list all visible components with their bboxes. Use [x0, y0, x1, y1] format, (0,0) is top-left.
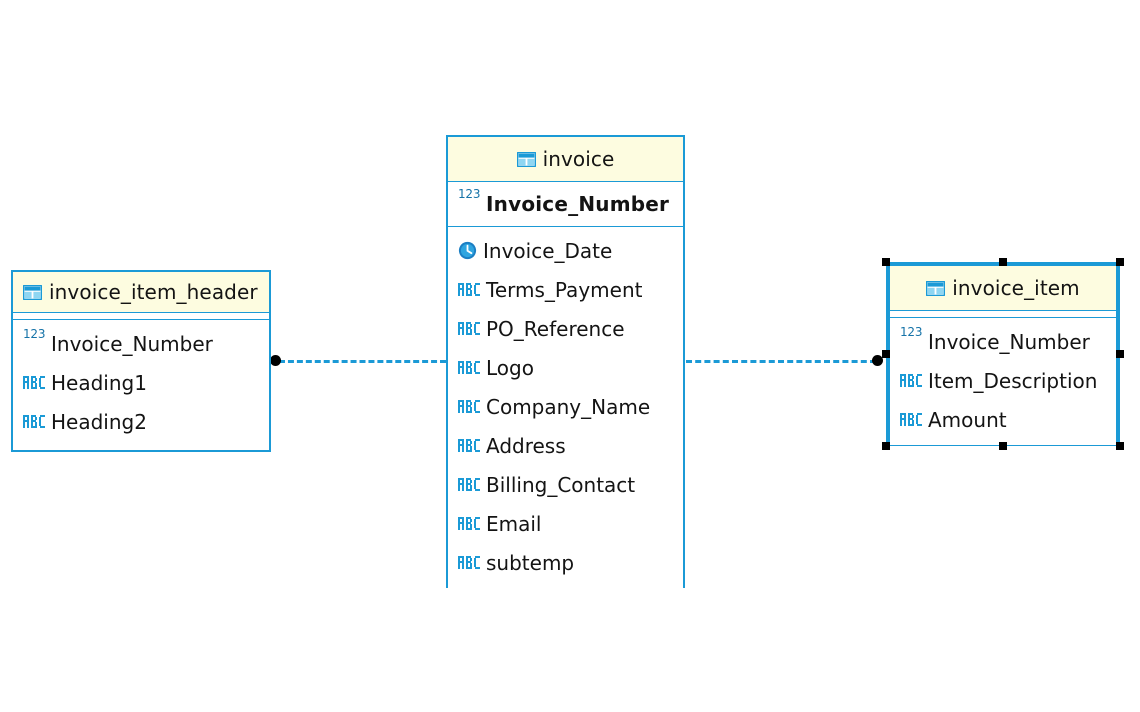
entity-field-list-invoice-item: 123 Invoice_Number — [890, 318, 1116, 445]
field-row[interactable]: Terms_Payment — [448, 270, 683, 309]
number-icon: 123 — [23, 326, 46, 341]
selection-handle-bottom-left[interactable] — [882, 442, 890, 450]
entity-pk-separator-strip — [890, 311, 1116, 318]
selection-handle-middle-right[interactable] — [1116, 350, 1124, 358]
field-name: Heading2 — [51, 409, 147, 434]
selection-handle-top-right[interactable] — [1116, 258, 1124, 266]
relationship-endpoint-dot-left[interactable] — [270, 355, 281, 366]
selection-handle-top-center[interactable] — [999, 258, 1007, 266]
field-name: Billing_Contact — [486, 472, 636, 497]
entity-title: invoice — [542, 147, 615, 171]
field-row[interactable]: Address — [448, 426, 683, 465]
field-row[interactable]: subtemp — [448, 543, 683, 582]
field-name: Invoice_Number — [51, 331, 213, 356]
entity-header-invoice[interactable]: invoice — [448, 137, 683, 182]
table-icon — [22, 284, 43, 300]
text-icon — [900, 374, 922, 387]
field-row[interactable]: Invoice_Date — [448, 231, 683, 270]
field-name: Item_Description — [928, 368, 1098, 393]
entity-invoice[interactable]: invoice 123 Invoice_Number Invoice_Date — [446, 135, 685, 588]
selection-handle-bottom-right[interactable] — [1116, 442, 1124, 450]
number-icon: 123 — [458, 187, 481, 201]
field-name: Address — [486, 433, 566, 458]
text-icon — [458, 439, 480, 452]
field-name: Email — [486, 511, 542, 536]
entity-field-list-invoice: Invoice_Date — [448, 227, 683, 588]
text-icon — [458, 517, 480, 530]
entity-field-list-invoice-item-header: 123 Invoice_Number — [13, 320, 269, 447]
field-row[interactable]: 123 Invoice_Number — [13, 324, 269, 363]
field-row-primary-key[interactable]: 123 Invoice_Number — [448, 182, 683, 227]
entity-invoice-item-header[interactable]: invoice_item_header 123 Invoice_Number — [11, 270, 271, 452]
relationship-line-header-invoice[interactable] — [279, 360, 446, 363]
field-row[interactable]: Heading1 — [13, 363, 269, 402]
text-icon — [458, 556, 480, 569]
entity-pk-separator-strip — [13, 313, 269, 320]
date-icon — [458, 241, 477, 260]
field-name: Amount — [928, 407, 1007, 432]
selection-handle-bottom-center[interactable] — [999, 442, 1007, 450]
entity-title: invoice_item_header — [49, 280, 258, 304]
field-name: PO_Reference — [486, 316, 625, 341]
field-name: Heading1 — [51, 370, 147, 395]
field-row[interactable]: Amount — [890, 400, 1116, 439]
field-name: Invoice_Date — [483, 238, 613, 263]
text-icon — [458, 322, 480, 335]
selection-handle-middle-left[interactable] — [882, 350, 890, 358]
text-icon — [458, 283, 480, 296]
field-row[interactable]: Item_Description — [890, 361, 1116, 400]
field-row[interactable]: PO_Reference — [448, 309, 683, 348]
entity-invoice-item[interactable]: invoice_item 123 Invoice_Number — [886, 262, 1120, 446]
relationship-endpoint-dot-right[interactable] — [872, 355, 883, 366]
entity-header-invoice-item-header[interactable]: invoice_item_header — [13, 272, 269, 313]
entity-title: invoice_item — [952, 276, 1080, 300]
text-icon — [458, 361, 480, 374]
field-name: Terms_Payment — [486, 277, 643, 302]
table-icon — [925, 280, 946, 296]
number-icon: 123 — [900, 324, 923, 339]
text-icon — [23, 415, 45, 428]
selection-handle-top-left[interactable] — [882, 258, 890, 266]
entity-header-invoice-item[interactable]: invoice_item — [890, 266, 1116, 311]
text-icon — [23, 376, 45, 389]
field-row[interactable]: Company_Name — [448, 387, 683, 426]
field-row[interactable]: Billing_Contact — [448, 465, 683, 504]
field-name: Logo — [486, 355, 534, 380]
field-name: Invoice_Number — [928, 329, 1090, 354]
field-name: Invoice_Number — [486, 192, 670, 216]
text-icon — [900, 413, 922, 426]
relationship-line-invoice-item[interactable] — [686, 360, 876, 363]
field-row[interactable]: 123 Invoice_Number — [890, 322, 1116, 361]
field-row[interactable]: Heading2 — [13, 402, 269, 441]
text-icon — [458, 400, 480, 413]
field-name: subtemp — [486, 550, 575, 575]
text-icon — [458, 478, 480, 491]
field-row[interactable]: Email — [448, 504, 683, 543]
field-row[interactable]: Logo — [448, 348, 683, 387]
field-name: Company_Name — [486, 394, 651, 419]
table-icon — [516, 151, 536, 167]
